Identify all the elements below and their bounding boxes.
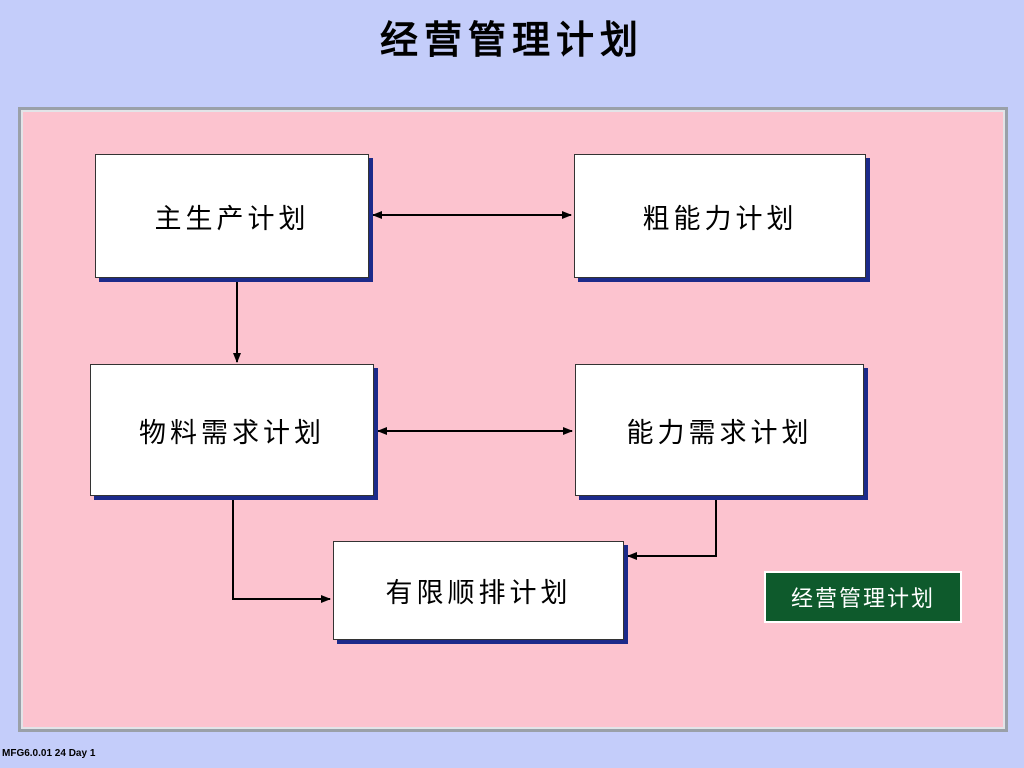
finite-capacity-scheduling-label: 有限顺排计划	[385, 578, 572, 609]
capacity-requirements-plan-box: 能力需求计划	[575, 364, 864, 496]
finite-capacity-scheduling-box: 有限顺排计划	[333, 541, 624, 640]
master-production-schedule-label: 主生产计划	[154, 203, 310, 235]
material-requirements-plan-box: 物料需求计划	[90, 364, 374, 496]
master-production-schedule-box: 主生产计划	[95, 154, 369, 278]
material-requirements-plan-label: 物料需求计划	[139, 417, 325, 449]
rough-cut-capacity-plan-box: 粗能力计划	[574, 154, 866, 278]
section-badge: 经营管理计划	[764, 571, 962, 623]
page-title: 经营管理计划	[379, 17, 644, 62]
footer-text: MFG6.0.01 24 Day 1	[2, 748, 96, 759]
capacity-requirements-plan-label: 能力需求计划	[626, 417, 813, 449]
rough-cut-capacity-plan-label: 粗能力计划	[642, 203, 798, 235]
